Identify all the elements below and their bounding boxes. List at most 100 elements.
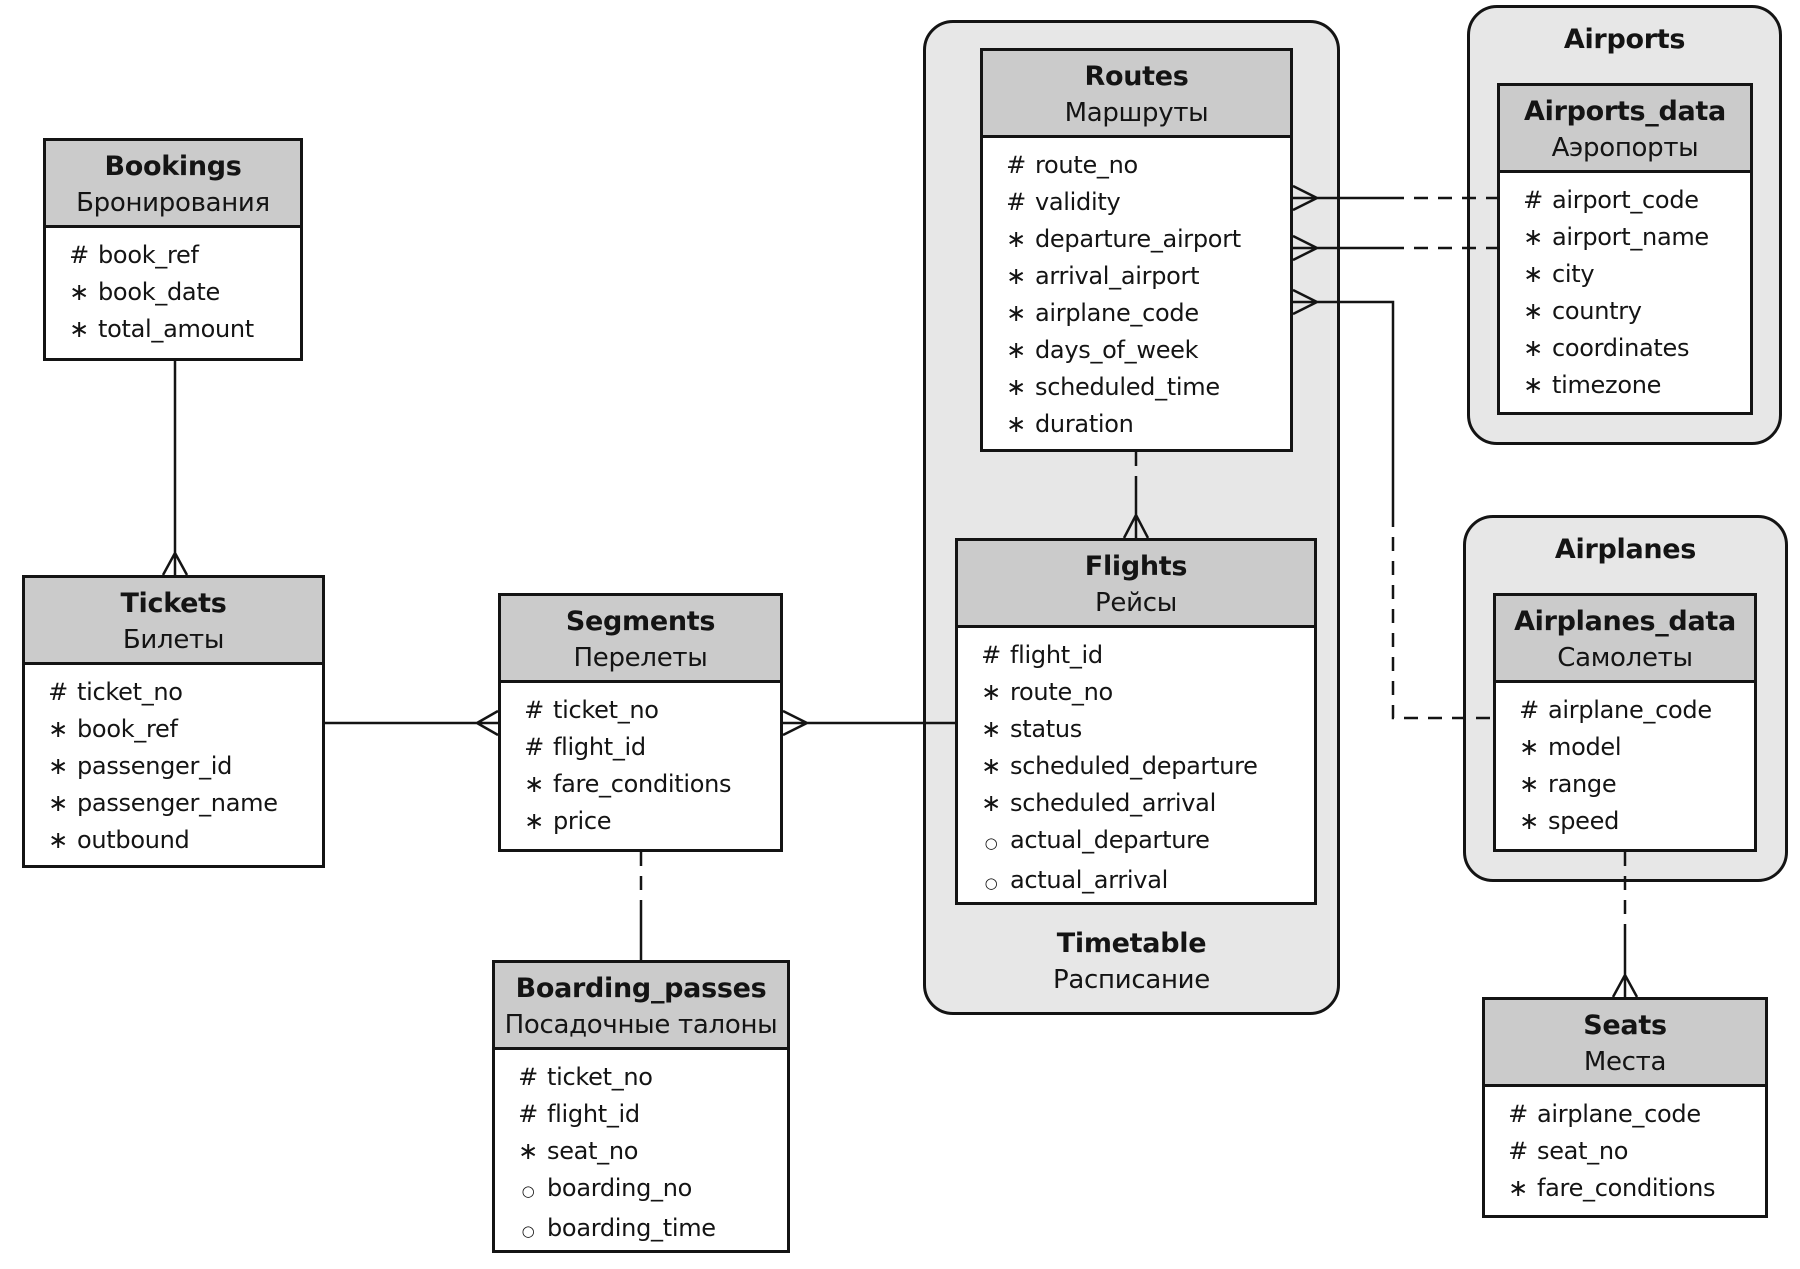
attribute-row: ○ boarding_time bbox=[509, 1210, 783, 1250]
attribute-prefix-icon: ∗ bbox=[48, 752, 68, 780]
attribute-list: #book_ref ∗book_date ∗total_amount bbox=[46, 228, 300, 348]
attribute-row: #ticket_no bbox=[515, 692, 776, 729]
attribute-name: airport_code bbox=[1552, 186, 1699, 214]
attribute-row: ∗status bbox=[972, 711, 1310, 748]
attribute-prefix-icon: ∗ bbox=[48, 715, 68, 743]
attribute-name: passenger_name bbox=[77, 789, 278, 817]
attribute-row: #book_ref bbox=[60, 237, 296, 274]
attribute-row: ○boarding_no bbox=[509, 1170, 783, 1210]
attribute-row: ∗airport_name bbox=[1514, 219, 1746, 256]
attribute-row: ∗country bbox=[1514, 293, 1746, 330]
attribute-row: ∗departure_airport bbox=[997, 221, 1286, 258]
attribute-prefix-icon: ∗ bbox=[981, 678, 1001, 706]
group-label-ru: Расписание bbox=[1053, 965, 1210, 995]
attribute-prefix-icon: ∗ bbox=[524, 807, 544, 835]
attribute-list: # route_no #validity ∗departure_airport ∗… bbox=[983, 138, 1290, 443]
attribute-prefix-icon: ∗ bbox=[1006, 336, 1026, 364]
attribute-row: # airport_code bbox=[1514, 182, 1746, 219]
group-label-en: Timetable bbox=[1056, 928, 1207, 959]
attribute-name: airplane_code bbox=[1537, 1100, 1701, 1128]
attribute-prefix-icon: ∗ bbox=[48, 789, 68, 817]
attribute-prefix-icon: # bbox=[1523, 186, 1543, 214]
entity-name-en: Bookings bbox=[104, 151, 242, 182]
entity-flights-header: Flights Рейсы bbox=[958, 541, 1314, 628]
entity-name-en: Routes bbox=[1084, 61, 1189, 92]
attribute-row: #ticket_no bbox=[39, 674, 318, 711]
attribute-name: country bbox=[1552, 297, 1642, 325]
attribute-row: ∗airplane_code bbox=[997, 295, 1286, 332]
attribute-row: # airplane_code bbox=[1499, 1096, 1761, 1133]
attribute-prefix-icon: ∗ bbox=[1523, 260, 1543, 288]
attribute-prefix-icon: ○ bbox=[521, 1222, 535, 1240]
entity-seats: Seats Места #airplane_code #seat_no ∗far… bbox=[1482, 997, 1768, 1218]
entity-tickets: Tickets Билеты #ticket_no ∗book_ref ∗pas… bbox=[22, 575, 325, 868]
attribute-row: ∗duration bbox=[997, 406, 1286, 443]
attribute-prefix-icon: ∗ bbox=[1519, 770, 1539, 798]
attribute-prefix-icon: # bbox=[1006, 151, 1026, 179]
attribute-name: scheduled_time bbox=[1035, 373, 1220, 401]
attribute-row: ∗book_ref bbox=[39, 711, 318, 748]
attribute-prefix-icon: # bbox=[69, 241, 89, 269]
attribute-row: ∗ passenger_name bbox=[39, 785, 318, 822]
attribute-name: arrival_airport bbox=[1035, 262, 1200, 290]
attribute-prefix-icon: ∗ bbox=[524, 770, 544, 798]
attribute-row: #flight_id bbox=[972, 637, 1310, 674]
attribute-name: outbound bbox=[77, 826, 190, 854]
conn-tickets-segments bbox=[325, 709, 499, 737]
entity-name-ru: Перелеты bbox=[573, 643, 708, 673]
attribute-row: ∗total_amount bbox=[60, 311, 296, 348]
attribute-prefix-icon: # bbox=[1508, 1100, 1528, 1128]
attribute-name: price bbox=[553, 807, 612, 835]
attribute-prefix-icon: ∗ bbox=[1006, 262, 1026, 290]
entity-name-en: Airplanes_data bbox=[1514, 606, 1736, 637]
attribute-prefix-icon: ∗ bbox=[518, 1137, 538, 1165]
attribute-name: flight_id bbox=[553, 733, 646, 761]
attribute-name: ticket_no bbox=[77, 678, 183, 706]
attribute-prefix-icon: ∗ bbox=[1006, 225, 1026, 253]
attribute-name: model bbox=[1548, 733, 1622, 761]
attribute-name: status bbox=[1010, 715, 1082, 743]
attribute-prefix-icon: ∗ bbox=[981, 789, 1001, 817]
attribute-row: ∗days_of_week bbox=[997, 332, 1286, 369]
attribute-name: passenger_id bbox=[77, 752, 233, 780]
conn-airplanes-seats-solid bbox=[1611, 925, 1639, 998]
attribute-list: #flight_id ∗route_no ∗status ∗scheduled_… bbox=[958, 628, 1314, 902]
attribute-list: # airport_code ∗airport_name ∗ city ∗count… bbox=[1500, 173, 1750, 404]
attribute-name: airplane_code bbox=[1548, 696, 1712, 724]
attribute-row: ○actual_departure bbox=[972, 822, 1310, 862]
attribute-name: route_no bbox=[1035, 151, 1138, 179]
group-airplanes-label: Airplanes bbox=[1466, 531, 1785, 568]
attribute-row: ∗ arrival_airport bbox=[997, 258, 1286, 295]
entity-airplanes-data-header: Airplanes_data Самолеты bbox=[1496, 596, 1754, 683]
attribute-name: city bbox=[1552, 260, 1595, 288]
attribute-prefix-icon: # bbox=[518, 1100, 538, 1128]
attribute-prefix-icon: ∗ bbox=[69, 278, 89, 306]
entity-segments: Segments Перелеты #ticket_no #flight_id … bbox=[498, 593, 783, 852]
attribute-name: validity bbox=[1035, 188, 1121, 216]
attribute-name: actual_departure bbox=[1010, 826, 1210, 854]
attribute-name: speed bbox=[1548, 807, 1620, 835]
attribute-list: #ticket_no #flight_id ∗seat_no ○boarding… bbox=[495, 1050, 787, 1250]
attribute-row: #flight_id bbox=[509, 1096, 783, 1133]
attribute-name: airplane_code bbox=[1035, 299, 1199, 327]
entity-name-en: Flights bbox=[1084, 551, 1188, 582]
attribute-name: timezone bbox=[1552, 371, 1662, 399]
entity-seats-header: Seats Места bbox=[1485, 1000, 1765, 1087]
entity-name-ru: Самолеты bbox=[1557, 643, 1693, 673]
attribute-row: #ticket_no bbox=[509, 1059, 783, 1096]
entity-name-en: Boarding_passes bbox=[515, 973, 767, 1004]
attribute-name: route_no bbox=[1010, 678, 1113, 706]
attribute-row: #validity bbox=[997, 184, 1286, 221]
attribute-name: ticket_no bbox=[553, 696, 659, 724]
attribute-row: #airplane_code bbox=[1510, 692, 1750, 729]
attribute-row: ∗scheduled_time bbox=[997, 369, 1286, 406]
attribute-row: ∗scheduled_arrival bbox=[972, 785, 1310, 822]
attribute-name: airport_name bbox=[1552, 223, 1709, 251]
attribute-row: ∗scheduled_departure bbox=[972, 748, 1310, 785]
entity-name-ru: Посадочные талоны bbox=[504, 1010, 778, 1040]
entity-boarding-passes: Boarding_passes Посадочные талоны #ticke… bbox=[492, 960, 790, 1253]
attribute-name: boarding_time bbox=[547, 1214, 716, 1242]
attribute-prefix-icon: ∗ bbox=[1519, 807, 1539, 835]
attribute-prefix-icon: ∗ bbox=[1006, 410, 1026, 438]
entity-bookings-header: Bookings Бронирования bbox=[46, 141, 300, 228]
